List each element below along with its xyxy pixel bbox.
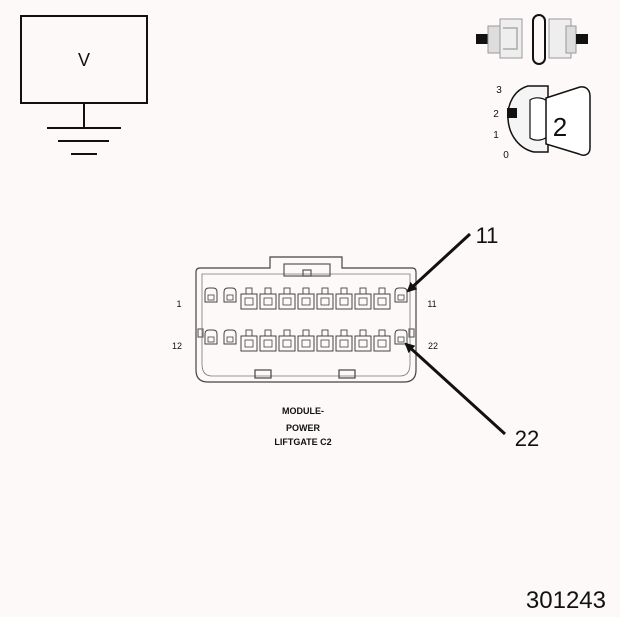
- pin-cavity-1: [204, 287, 218, 303]
- pin-cavity-4: [259, 287, 277, 310]
- ignition-position-3: 3: [496, 85, 502, 96]
- ignition-position-marker: [507, 108, 517, 118]
- ignition-key-number: 2: [553, 112, 567, 142]
- pin-cavity-13: [223, 329, 237, 345]
- pin-label-11: 11: [427, 299, 436, 309]
- connector-pin-grid: [204, 287, 408, 352]
- pin-cavity-16: [278, 329, 296, 352]
- pin-cavity-14: [240, 329, 258, 352]
- ignition-position-2: 2: [493, 109, 499, 120]
- pin-cavity-20: [354, 329, 372, 352]
- pin-cavity-2: [223, 287, 237, 303]
- pin-label-22: 22: [428, 341, 438, 351]
- pin-cavity-7: [316, 287, 334, 310]
- voltmeter-icon: [20, 15, 148, 155]
- figure-number: 301243: [526, 587, 606, 614]
- pin-label-12: 12: [172, 341, 182, 351]
- pin-cavity-21: [373, 329, 391, 352]
- ignition-position-1: 1: [493, 130, 499, 141]
- callout-arrow-22: [404, 342, 507, 436]
- ignition-key-icon: [507, 85, 591, 156]
- connector-housing: [195, 256, 417, 383]
- keyway-left: [254, 369, 272, 379]
- pin-cavity-3: [240, 287, 258, 310]
- voltmeter-label: V: [78, 50, 90, 70]
- connector-name-line-2: POWER: [286, 423, 321, 433]
- pin-cavity-9: [354, 287, 372, 310]
- connector-inner-rim: [201, 273, 411, 377]
- connector-face-icon: [195, 256, 417, 383]
- connector-name-line-1: MODULE-: [282, 406, 324, 416]
- voltmeter-box: [20, 15, 148, 104]
- pin-cavity-18: [316, 329, 334, 352]
- pin-cavity-8: [335, 287, 353, 310]
- pin-cavity-10: [373, 287, 391, 310]
- pin-label-1: 1: [176, 299, 181, 309]
- pin-cavity-5: [278, 287, 296, 310]
- callout-label-22: 22: [515, 426, 539, 451]
- pin-cavity-11: [394, 287, 408, 303]
- pin-cavity-19: [335, 329, 353, 352]
- pin-cavity-17: [297, 329, 315, 352]
- pin-cavity-6: [297, 287, 315, 310]
- pin-cavity-15: [259, 329, 277, 352]
- pin-cavity-22: [394, 329, 408, 345]
- callout-arrow-11: [406, 232, 472, 293]
- callout-label-11: 11: [476, 223, 499, 248]
- disconnect-connector-icon: [476, 14, 588, 65]
- pin-cavity-12: [204, 329, 218, 345]
- ignition-position-0: 0: [503, 150, 509, 161]
- connector-name-line-3: LIFTGATE C2: [274, 437, 331, 447]
- keyway-right: [338, 369, 356, 379]
